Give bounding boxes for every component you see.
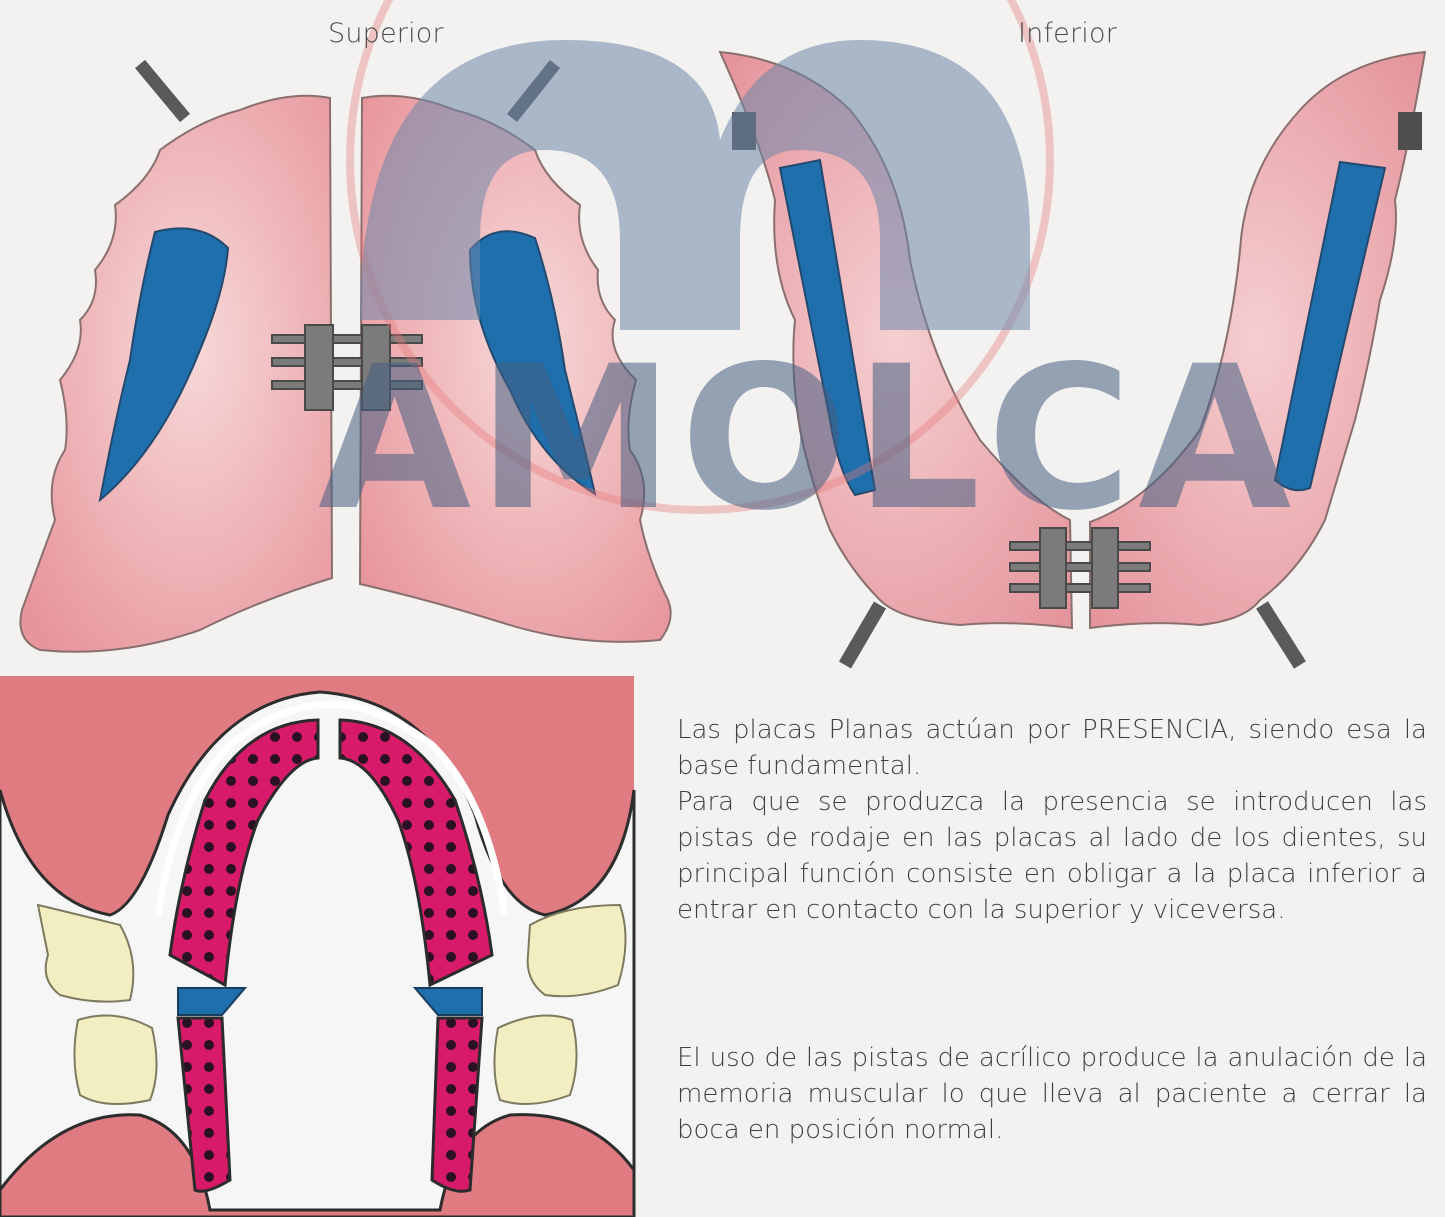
cross-section-illustration — [0, 0, 660, 1217]
explanation-paragraph-1: Las placas Planas actúan por PRESENCIA, … — [677, 712, 1427, 928]
watermark-text: AMOLCA — [318, 340, 1297, 538]
lower-tooth-left — [74, 1016, 156, 1105]
lower-tooth-right — [494, 1016, 576, 1105]
upper-tooth-right — [528, 905, 626, 996]
label-inferior: Inferior — [1018, 18, 1117, 49]
paragraph-2-text: El uso de las pistas de acrílico produce… — [677, 1040, 1427, 1148]
label-superior: Superior — [328, 18, 444, 49]
paragraph-line-1: Las placas Planas actúan por PRESENCIA, … — [677, 712, 1427, 784]
paragraph-line-2: Para que se produzca la presencia se int… — [677, 784, 1427, 928]
explanation-paragraph-2: El uso de las pistas de acrílico produce… — [677, 1040, 1427, 1148]
